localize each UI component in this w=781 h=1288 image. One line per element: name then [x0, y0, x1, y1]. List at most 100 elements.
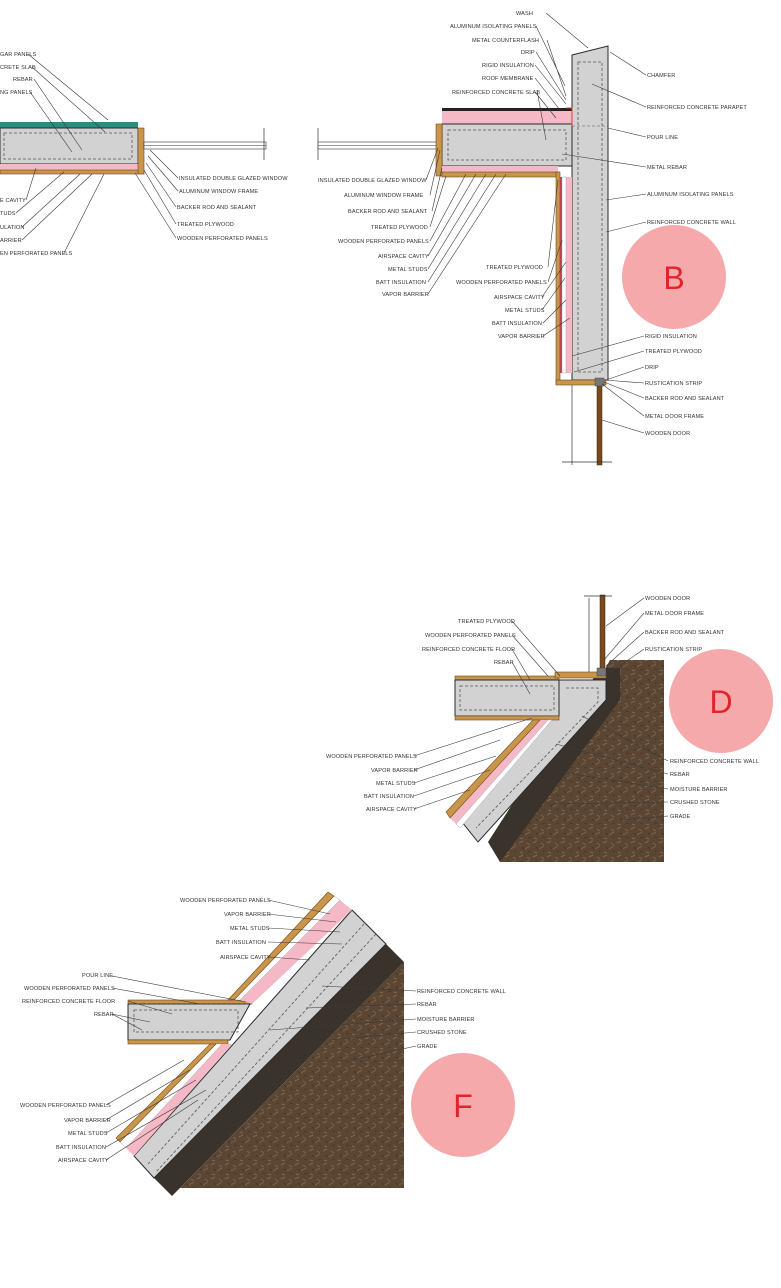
detail-b: WASH ALUMINUM ISOLATING PANELS METAL COU…: [317, 11, 747, 466]
label-b-l6: AIRSPACE CAVITY: [378, 254, 429, 260]
soil-grade-f: [180, 962, 404, 1188]
label-f-r1: REINFORCED CONCRETE WALL: [417, 989, 506, 995]
label-d-r1: REINFORCED CONCRETE WALL: [670, 759, 759, 765]
label-f-b3: METAL STUDS: [68, 1131, 108, 1137]
label-d-tl4: REBAR: [494, 660, 514, 666]
label-a-12: BACKER ROD AND SEALANT: [177, 205, 257, 211]
label-a-11: ALUMINUM WINDOW FRAME: [179, 189, 258, 195]
label-f-t2: VAPOR BARRIER: [224, 912, 271, 918]
label-d-r3: MOISTURE BARRIER: [670, 787, 728, 793]
label-b-r2: REINFORCED CONCRETE PARAPET: [647, 105, 747, 111]
label-a-4: NG PANELS: [0, 90, 33, 96]
label-b-t7: REINFORCED CONCRETE SLAB: [452, 90, 540, 96]
label-d-tl2: WOODEN PERFORATED PANELS: [425, 633, 516, 639]
label-d-r4: CRUSHED STONE: [670, 800, 720, 806]
badge-d: [669, 649, 773, 753]
label-b-l3: BACKER ROD AND SEALANT: [348, 209, 428, 215]
label-d-tl1: TREATED PLYWOOD: [458, 619, 515, 625]
label-d-l5: AIRSPACE CAVITY: [366, 807, 417, 813]
roof-membrane-layer: [0, 122, 138, 128]
label-b-b6: METAL DOOR FRAME: [645, 414, 704, 420]
label-a-9: EN PERFORATED PANELS: [0, 251, 73, 257]
label-f-b1: WOODEN PERFORATED PANELS: [20, 1103, 111, 1109]
concrete-slab-b: [441, 123, 573, 167]
label-f-t4: BATT INSULATION: [216, 940, 266, 946]
label-f-r5: GRADE: [417, 1044, 438, 1050]
concrete-wall-f: [133, 909, 387, 1179]
soil-grade: [500, 660, 664, 862]
label-b-t2: ALUMINUM ISOLATING PANELS: [450, 24, 537, 30]
label-d-tr2: METAL DOOR FRAME: [645, 611, 704, 617]
label-f-m3: REINFORCED CONCRETE FLOOR: [22, 999, 115, 1005]
label-f-m1: POUR LINE: [82, 973, 113, 979]
label-b-b7: WOODEN DOOR: [645, 431, 690, 437]
label-b-r4: METAL REBAR: [647, 165, 687, 171]
label-b-b2: TREATED PLYWOOD: [645, 349, 702, 355]
label-b-l7: METAL STUDS: [388, 267, 428, 273]
label-d-tr3: BACKER ROD AND SEALANT: [645, 630, 725, 636]
label-a-14: WOODEN PERFORATED PANELS: [177, 236, 268, 242]
label-b-m5: BATT INSULATION: [492, 321, 542, 327]
label-d-l3: METAL STUDS: [376, 781, 416, 787]
label-b-b1: RIGID INSULATION: [645, 334, 697, 340]
label-a-7: ULATION: [0, 225, 25, 231]
label-d-r2: REBAR: [670, 772, 690, 778]
label-b-t5: RIGID INSULATION: [482, 63, 534, 69]
roof-membrane: [442, 108, 572, 111]
rebar-line: [3, 132, 133, 160]
concrete-floor-d: [454, 679, 560, 717]
detail-d: TREATED PLYWOOD WOODEN PERFORATED PANELS…: [326, 594, 773, 862]
label-b-l4: TREATED PLYWOOD: [371, 225, 428, 231]
label-d-tr4: RUSTICATION STRIP: [645, 647, 702, 653]
label-d-l1: WOODEN PERFORATED PANELS: [326, 754, 417, 760]
detail-f: WOODEN PERFORATED PANELS VAPOR BARRIER M…: [20, 891, 515, 1196]
label-b-l2: ALUMINUM WINDOW FRAME: [344, 193, 423, 199]
label-b-m2: WOODEN PERFORATED PANELS: [456, 280, 547, 286]
detail-a-partial: GAR PANELS CRETE SLAB REBAR NG PANELS E …: [0, 52, 319, 257]
badge-b-letter: B: [663, 260, 684, 296]
label-f-r3: MOISTURE BARRIER: [417, 1017, 475, 1023]
label-a-1: GAR PANELS: [0, 52, 37, 58]
label-b-wash: WASH: [516, 11, 533, 17]
label-f-r2: REBAR: [417, 1002, 437, 1008]
label-b-l8: BATT INSULATION: [376, 280, 426, 286]
label-a-2: CRETE SLAB: [0, 65, 36, 71]
label-b-r3: POUR LINE: [647, 135, 678, 141]
label-b-t3: METAL COUNTERFLASH: [472, 38, 539, 44]
label-d-l4: BATT INSULATION: [364, 794, 414, 800]
label-b-r5: ALUMINUM ISOLATING PANELS: [647, 192, 734, 198]
label-f-b2: VAPOR BARRIER: [64, 1118, 111, 1124]
label-a-10: INSULATED DOUBLE GLAZED WINDOW: [179, 176, 288, 182]
label-f-r4: CRUSHED STONE: [417, 1030, 467, 1036]
label-b-b5: BACKER ROD AND SEALANT: [645, 396, 725, 402]
label-b-b3: DRIP: [645, 365, 659, 371]
label-f-m2: WOODEN PERFORATED PANELS: [24, 986, 115, 992]
label-a-13: TREATED PLYWOOD: [177, 222, 234, 228]
label-b-r1: CHAMFER: [647, 73, 675, 79]
label-a-8: ARRIER: [0, 238, 22, 244]
label-b-t4: DRIP: [521, 50, 535, 56]
label-f-t5: AIRSPACE CAVITY: [220, 955, 271, 961]
badge-f: [411, 1053, 515, 1157]
plywood-return: [137, 127, 145, 175]
label-d-tl3: REINFORCED CONCRETE FLOOR: [422, 647, 515, 653]
label-b-t6: ROOF MEMBRANE: [482, 76, 534, 82]
concrete-parapet-wall: [571, 45, 609, 381]
label-b-m1: TREATED PLYWOOD: [486, 265, 543, 271]
wooden-door: [596, 384, 603, 466]
label-a-5: E CAVITY: [0, 198, 26, 204]
label-a-6: TUDS: [0, 211, 16, 217]
label-b-m6: VAPOR BARRIER: [498, 334, 545, 340]
label-b-r6: REINFORCED CONCRETE WALL: [647, 220, 736, 226]
label-b-m3: AIRSPACE CAVITY: [494, 295, 545, 301]
label-f-b5: AIRSPACE CAVITY: [58, 1158, 109, 1164]
label-d-tr1: WOODEN DOOR: [645, 596, 690, 602]
label-b-b4: RUSTICATION STRIP: [645, 381, 702, 387]
badge-f-letter: F: [453, 1088, 473, 1124]
label-b-l1: INSULATED DOUBLE GLAZED WINDOW: [318, 178, 427, 184]
badge-d-letter: D: [709, 684, 732, 720]
label-d-r5: GRADE: [670, 814, 691, 820]
label-f-m4: REBAR: [94, 1012, 114, 1018]
